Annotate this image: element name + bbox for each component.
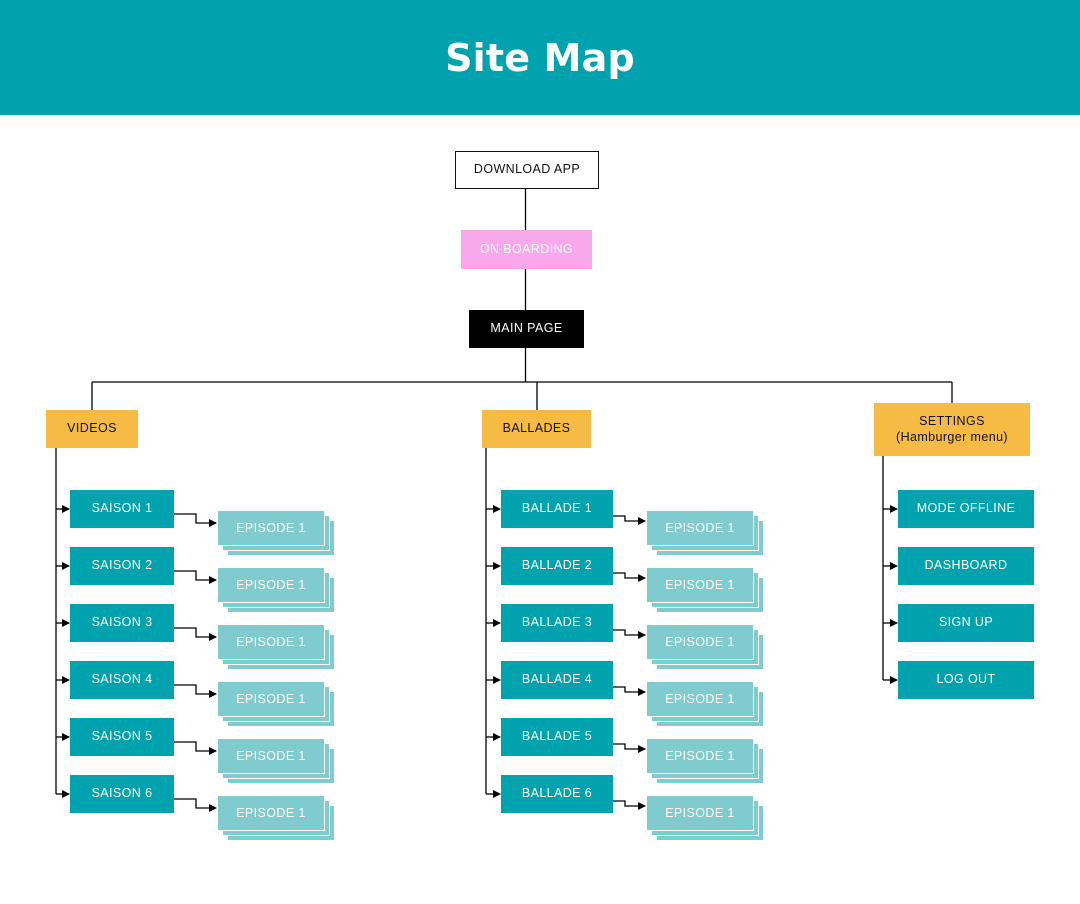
download-app-node: DOWNLOAD APP	[455, 151, 599, 189]
arrow-to-episode	[174, 798, 217, 812]
ballade-label: BALLADE 5	[521, 729, 593, 744]
arrow-to-episode	[174, 627, 217, 641]
episode-stack: EPISODE 1	[646, 567, 764, 613]
episode-label: EPISODE 1	[665, 806, 735, 820]
episode-stack: EPISODE 1	[217, 738, 335, 784]
settings-item-label: MODE OFFLINE	[916, 501, 1016, 516]
settings-item-log-out: LOG OUT	[898, 661, 1034, 699]
episode-label: EPISODE 1	[236, 749, 306, 763]
arrow-to-episode	[613, 629, 646, 639]
download-app-label: DOWNLOAD APP	[473, 162, 581, 177]
saison-label: SAISON 3	[91, 615, 153, 630]
episode-stack: EPISODE 1	[217, 624, 335, 670]
videos-label: VIDEOS	[67, 421, 117, 436]
arrow-to-episode	[613, 515, 646, 525]
arrow-to-episode	[174, 684, 217, 698]
episode-stack: EPISODE 1	[646, 624, 764, 670]
episode-stack: EPISODE 1	[217, 510, 335, 556]
saison-label: SAISON 2	[91, 558, 153, 573]
arrow-to-episode	[613, 686, 646, 696]
arrow-to-episode	[174, 570, 217, 584]
saison-node: SAISON 3	[70, 604, 174, 642]
episode-stack: EPISODE 1	[646, 681, 764, 727]
episode-label: EPISODE 1	[236, 521, 306, 535]
main-page-node: MAIN PAGE	[469, 310, 584, 348]
settings-item-label: DASHBOARD	[924, 558, 1008, 573]
episode-label: EPISODE 1	[665, 578, 735, 592]
ballade-node: BALLADE 4	[501, 661, 613, 699]
settings-item-label: SIGN UP	[938, 615, 994, 630]
ballade-node: BALLADE 2	[501, 547, 613, 585]
episode-label: EPISODE 1	[236, 635, 306, 649]
ballade-label: BALLADE 2	[521, 558, 593, 573]
settings-node: SETTINGS (Hamburger menu)	[874, 403, 1030, 456]
episode-stack: EPISODE 1	[646, 510, 764, 556]
saison-node: SAISON 4	[70, 661, 174, 699]
settings-item-dashboard: DASHBOARD	[898, 547, 1034, 585]
ballade-label: BALLADE 3	[521, 615, 593, 630]
episode-label: EPISODE 1	[665, 521, 735, 535]
episode-label: EPISODE 1	[665, 692, 735, 706]
main-page-label: MAIN PAGE	[490, 321, 563, 336]
on-boarding-label: ON BOARDING	[479, 241, 574, 256]
episode-label: EPISODE 1	[665, 635, 735, 649]
ballade-label: BALLADE 4	[521, 672, 593, 687]
settings-item-mode-offline: MODE OFFLINE	[898, 490, 1034, 528]
on-boarding-node: ON BOARDING	[461, 230, 592, 269]
saison-label: SAISON 4	[91, 672, 153, 687]
saison-node: SAISON 6	[70, 775, 174, 813]
settings-sublabel: (Hamburger menu)	[896, 429, 1008, 444]
saison-label: SAISON 5	[91, 729, 153, 744]
episode-stack: EPISODE 1	[217, 567, 335, 613]
episode-stack: EPISODE 1	[217, 795, 335, 841]
episode-stack: EPISODE 1	[646, 738, 764, 784]
arrow-to-episode	[174, 741, 217, 755]
saison-label: SAISON 6	[91, 786, 153, 801]
saison-node: SAISON 5	[70, 718, 174, 756]
ballade-node: BALLADE 3	[501, 604, 613, 642]
arrow-to-episode	[613, 800, 646, 810]
episode-label: EPISODE 1	[236, 692, 306, 706]
episode-stack: EPISODE 1	[217, 681, 335, 727]
ballade-node: BALLADE 5	[501, 718, 613, 756]
videos-node: VIDEOS	[46, 410, 138, 448]
arrow-to-episode	[613, 572, 646, 582]
episode-stack: EPISODE 1	[646, 795, 764, 841]
ballade-node: BALLADE 6	[501, 775, 613, 813]
saison-label: SAISON 1	[91, 501, 153, 516]
settings-item-sign-up: SIGN UP	[898, 604, 1034, 642]
ballade-node: BALLADE 1	[501, 490, 613, 528]
ballades-node: BALLADES	[482, 410, 591, 448]
header-bar: Site Map	[0, 0, 1080, 115]
settings-item-label: LOG OUT	[936, 672, 996, 687]
settings-label: SETTINGS	[919, 413, 985, 428]
episode-label: EPISODE 1	[236, 806, 306, 820]
page-title: Site Map	[445, 35, 635, 80]
episode-label: EPISODE 1	[236, 578, 306, 592]
episode-label: EPISODE 1	[665, 749, 735, 763]
saison-node: SAISON 1	[70, 490, 174, 528]
arrow-to-episode	[613, 743, 646, 753]
saison-node: SAISON 2	[70, 547, 174, 585]
ballade-label: BALLADE 1	[521, 501, 593, 516]
arrow-to-episode	[174, 513, 217, 527]
ballades-label: BALLADES	[502, 421, 571, 436]
ballade-label: BALLADE 6	[521, 786, 593, 801]
